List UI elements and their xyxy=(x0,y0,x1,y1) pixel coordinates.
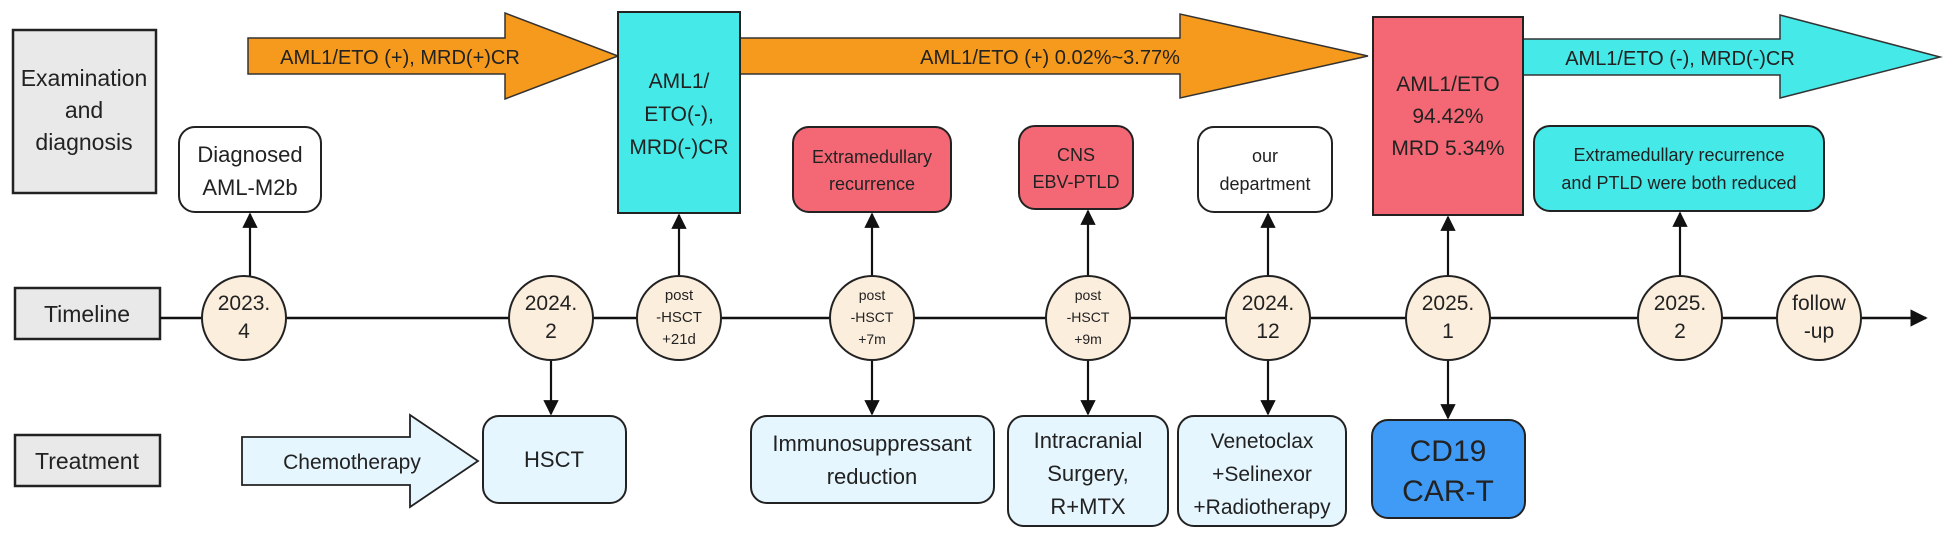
relapse-box-line2: 94.42% xyxy=(1412,105,1483,128)
event-diagnosed: Diagnosed AML-M2b xyxy=(178,126,322,213)
event-our-department-line2: department xyxy=(1219,174,1310,194)
node-follow-up-line2: -up xyxy=(1804,320,1834,343)
treatment-intracranial-surgery: Intracranial Surgery, R+MTX xyxy=(1007,415,1169,527)
node-post-hsct-7m: post -HSCT +7m xyxy=(829,275,915,361)
relapse-box-line3: MRD 5.34% xyxy=(1391,137,1504,160)
event-cns-ebv-ptld: CNS EBV-PTLD xyxy=(1018,125,1134,210)
node-follow-up: follow -up xyxy=(1776,275,1862,361)
event-reduced-line2: and PTLD were both reduced xyxy=(1561,173,1796,193)
treatment-surgery-line1: Intracranial xyxy=(1034,428,1143,453)
treatment-cart-line2: CAR-T xyxy=(1402,475,1494,508)
row-label-examination-line2: and xyxy=(65,97,103,123)
treatment-cd19-car-t: CD19 CAR-T xyxy=(1371,419,1526,519)
cr-box-line3: MRD(-)CR xyxy=(629,136,728,159)
node-21d-line2: -HSCT xyxy=(656,309,702,326)
arrow-aml1-eto-range: AML1/ETO (+) 0.02%~3.77% xyxy=(739,13,1369,99)
event-cns-line2: EBV-PTLD xyxy=(1032,172,1119,192)
node-2023-4-line1: 2023. xyxy=(218,292,271,315)
node-2024-2: 2024. 2 xyxy=(508,275,594,361)
node-2024-2-line1: 2024. xyxy=(525,292,578,315)
row-label-timeline-text: Timeline xyxy=(44,301,130,327)
row-label-treatment-text: Treatment xyxy=(35,448,140,474)
event-diagnosed-line2: AML-M2b xyxy=(202,175,297,200)
event-diagnosed-line1: Diagnosed xyxy=(197,142,302,167)
treatment-immunosuppressant-reduction: Immunosuppressant reduction xyxy=(750,415,995,504)
node-2023-4-line2: 4 xyxy=(238,320,250,343)
treatment-surgery-line3: R+MTX xyxy=(1050,494,1126,519)
row-label-examination-line3: diagnosis xyxy=(35,129,132,155)
node-9m-line3: +9m xyxy=(1074,331,1102,347)
event-our-department-line1: our xyxy=(1252,146,1278,166)
node-21d-line1: post xyxy=(665,287,694,304)
node-7m-line2: -HSCT xyxy=(851,309,894,325)
treatment-venetoclax-line3: +Radiotherapy xyxy=(1193,496,1331,519)
event-our-department: our department xyxy=(1197,126,1333,213)
node-7m-line1: post xyxy=(859,287,886,303)
treatment-immuno-line1: Immunosuppressant xyxy=(772,431,971,456)
node-2025-1-line1: 2025. xyxy=(1422,292,1475,315)
treatment-surgery-line2: Surgery, xyxy=(1047,461,1129,486)
node-post-hsct-21d: post -HSCT +21d xyxy=(636,275,722,361)
treatment-chemotherapy-label: Chemotherapy xyxy=(283,451,421,474)
node-2025-2: 2025. 2 xyxy=(1637,275,1723,361)
treatment-immuno-line2: reduction xyxy=(827,464,918,489)
node-7m-line3: +7m xyxy=(858,331,886,347)
row-label-timeline: Timeline xyxy=(13,286,162,341)
event-cns-line1: CNS xyxy=(1057,145,1095,165)
connectors-up xyxy=(242,209,1688,278)
node-2025-1-line2: 1 xyxy=(1442,320,1454,343)
event-extramedullary-recurrence: Extramedullary recurrence xyxy=(792,126,952,213)
row-label-examination: Examination and diagnosis xyxy=(11,28,158,195)
event-extramedullary-line1: Extramedullary xyxy=(812,147,932,167)
node-2025-2-line2: 2 xyxy=(1674,320,1686,343)
node-21d-line3: +21d xyxy=(662,331,696,348)
node-2024-12-line2: 12 xyxy=(1256,320,1279,343)
event-reduced-line1: Extramedullary recurrence xyxy=(1573,145,1784,165)
node-2023-4: 2023. 4 xyxy=(201,275,287,361)
node-9m-line1: post xyxy=(1075,287,1102,303)
event-both-reduced: Extramedullary recurrence and PTLD were … xyxy=(1533,125,1825,212)
treatment-venetoclax-line1: Venetoclax xyxy=(1211,430,1314,453)
node-2024-12: 2024. 12 xyxy=(1225,275,1311,361)
cr-box-line2: ETO(-), xyxy=(644,103,714,126)
arrow-mrd-positive-cr: AML1/ETO (+), MRD(+)CR xyxy=(247,11,621,101)
treatment-chemotherapy-arrow: Chemotherapy xyxy=(241,413,480,509)
relapse-box-line1: AML1/ETO xyxy=(1396,73,1499,96)
node-2025-2-line1: 2025. xyxy=(1654,292,1707,315)
cr-box-line1: AML1/ xyxy=(649,70,710,93)
arrow-mrd-negative-cr-label: AML1/ETO (-), MRD(-)CR xyxy=(1565,48,1795,70)
treatment-hsct-label: HSCT xyxy=(524,447,584,472)
arrow-mrd-negative-cr: AML1/ETO (-), MRD(-)CR xyxy=(1522,14,1943,99)
node-2024-2-line2: 2 xyxy=(545,320,557,343)
treatment-venetoclax-selinexor: Venetoclax +Selinexor +Radiotherapy xyxy=(1177,415,1347,527)
treatment-cart-line1: CD19 xyxy=(1410,435,1487,468)
event-extramedullary-line2: recurrence xyxy=(829,174,915,194)
node-post-hsct-9m: post -HSCT +9m xyxy=(1045,275,1131,361)
node-2025-1: 2025. 1 xyxy=(1405,275,1491,361)
treatment-hsct: HSCT xyxy=(482,415,627,504)
arrow-aml1-eto-range-label: AML1/ETO (+) 0.02%~3.77% xyxy=(920,47,1180,69)
status-box-relapse: AML1/ETO 94.42% MRD 5.34% xyxy=(1372,16,1524,216)
arrow-mrd-positive-cr-label: AML1/ETO (+), MRD(+)CR xyxy=(280,47,520,69)
row-label-examination-line1: Examination xyxy=(21,65,148,91)
node-9m-line2: -HSCT xyxy=(1067,309,1110,325)
row-label-treatment: Treatment xyxy=(13,433,162,488)
treatment-venetoclax-line2: +Selinexor xyxy=(1212,463,1312,486)
status-box-complete-remission: AML1/ ETO(-), MRD(-)CR xyxy=(617,11,741,214)
node-follow-up-line1: follow xyxy=(1792,292,1847,315)
node-2024-12-line1: 2024. xyxy=(1242,292,1295,315)
connectors-down xyxy=(543,360,1456,420)
